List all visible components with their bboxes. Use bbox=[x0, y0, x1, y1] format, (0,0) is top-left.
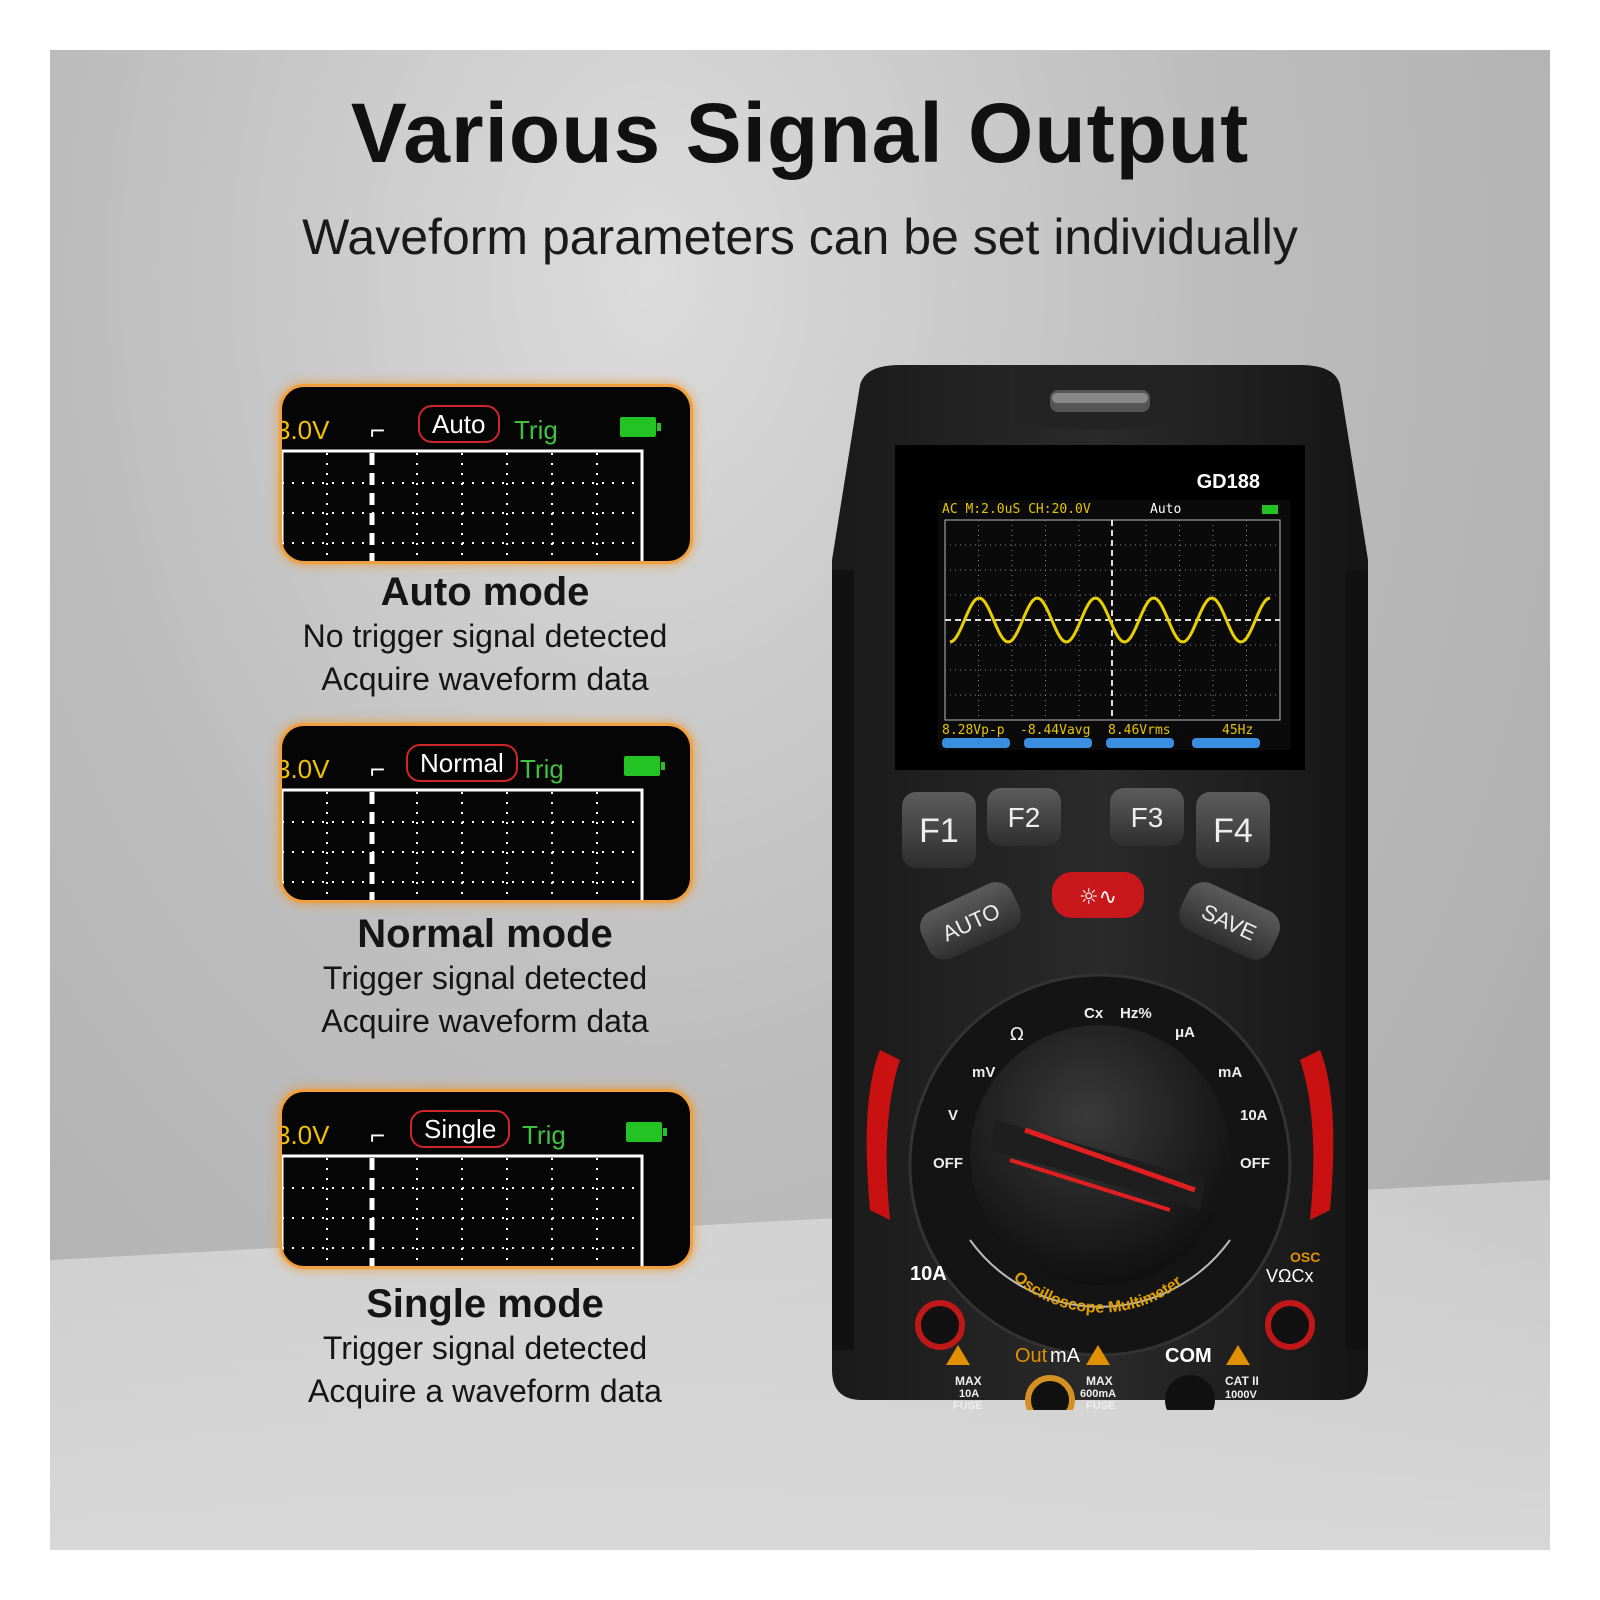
caption-line: Acquire waveform data bbox=[321, 661, 649, 697]
readout-vpp: 8.28Vp-p bbox=[942, 723, 1005, 738]
warning-icon bbox=[946, 1345, 970, 1365]
auto-button[interactable]: AUTO bbox=[914, 876, 1027, 965]
dial-label-mv: mV bbox=[972, 1064, 995, 1081]
waveform-grid bbox=[282, 449, 644, 561]
voltage-label: 3.0V bbox=[282, 754, 330, 784]
lcd-screen bbox=[938, 500, 1290, 750]
caption-line: Acquire waveform data bbox=[321, 1003, 649, 1039]
rising-edge-icon: ⌐ bbox=[370, 415, 386, 445]
dial-label-off-left: OFF bbox=[933, 1155, 963, 1172]
normal-mode-screen: 3.0V ⌐ Normal Trig bbox=[282, 726, 690, 900]
softkey-down[interactable] bbox=[1106, 738, 1174, 748]
poster-background: Various Signal Output Waveform parameter… bbox=[50, 50, 1550, 1550]
warning-icon bbox=[1086, 1345, 1110, 1365]
softkey-exit[interactable] bbox=[942, 738, 1010, 748]
screen-status-mode: Auto bbox=[1150, 502, 1181, 517]
mode-badge: Single bbox=[410, 1110, 511, 1148]
battery-icon bbox=[620, 417, 661, 437]
fuse2-value: 600mA bbox=[1080, 1388, 1116, 1400]
jack-10a[interactable] bbox=[915, 1300, 965, 1350]
cat-voltage: 1000V bbox=[1225, 1389, 1257, 1401]
fuse2-label: FUSE bbox=[1086, 1400, 1115, 1410]
f3-button[interactable]: F3 bbox=[1110, 788, 1184, 846]
caption-line: Acquire a waveform data bbox=[308, 1373, 662, 1409]
dial-label-cx: Cx bbox=[1084, 1005, 1104, 1022]
out-label: Out bbox=[1015, 1345, 1048, 1367]
backlight-wave-icon: ☼∿ bbox=[1079, 885, 1117, 910]
cat-rating: CAT II bbox=[1225, 1374, 1259, 1388]
jack-ma[interactable] bbox=[1025, 1375, 1075, 1410]
page-subtitle: Waveform parameters can be set individua… bbox=[302, 209, 1298, 265]
fuse1-label: FUSE bbox=[953, 1400, 982, 1410]
f1-label: F1 bbox=[919, 812, 959, 850]
readout-vavg: -8.44Vavg bbox=[1020, 723, 1090, 738]
fuse2-max: MAX bbox=[1086, 1374, 1113, 1388]
voltage-label: 3.0V bbox=[282, 1120, 330, 1150]
caption-line: Trigger signal detected bbox=[322, 960, 648, 996]
dial-label-ma: mA bbox=[1218, 1064, 1242, 1081]
waveform-grid bbox=[282, 1154, 644, 1266]
caption-heading: Auto mode bbox=[380, 570, 590, 614]
battery-icon bbox=[626, 1122, 667, 1142]
rising-edge-icon: ⌐ bbox=[370, 754, 386, 784]
mode-badge: Normal bbox=[406, 744, 518, 782]
f3-label: F3 bbox=[1131, 802, 1164, 833]
normal-mode-caption: Normal mode Trigger signal detected Acqu… bbox=[250, 912, 720, 1043]
dial-label-ua: μA bbox=[1175, 1024, 1195, 1041]
right-red-light bbox=[1300, 1050, 1334, 1220]
model-label: GD188 bbox=[1197, 471, 1260, 493]
backlight-wave-button[interactable]: ☼∿ bbox=[1052, 872, 1144, 918]
left-red-light bbox=[866, 1050, 900, 1220]
single-mode-caption: Single mode Trigger signal detected Acqu… bbox=[250, 1282, 720, 1413]
screen-status-left: AC M:2.0uS CH:20.0V bbox=[942, 502, 1091, 517]
mode-badge: Auto bbox=[418, 405, 500, 443]
single-mode-screen: 3.0V ⌐ Single Trig bbox=[282, 1092, 690, 1266]
caption-line: Trigger signal detected bbox=[322, 1330, 648, 1366]
readout-vrms: 8.46Vrms bbox=[1108, 723, 1171, 738]
caption-heading: Single mode bbox=[366, 1282, 604, 1326]
caption-line: No trigger signal detected bbox=[302, 618, 668, 654]
voltage-label: 3.0V bbox=[282, 415, 330, 445]
screen-waveform-grid bbox=[944, 519, 1281, 721]
dial-label-hz: Hz% bbox=[1120, 1005, 1152, 1022]
trig-label: Trig bbox=[522, 1120, 566, 1150]
jack-com[interactable] bbox=[1165, 1375, 1215, 1410]
trig-label: Trig bbox=[514, 415, 558, 445]
auto-mode-caption: Auto mode No trigger signal detected Acq… bbox=[250, 570, 720, 701]
f4-label: F4 bbox=[1213, 812, 1253, 850]
dial-label-10a: 10A bbox=[1240, 1107, 1268, 1124]
caption-heading: Normal mode bbox=[357, 912, 613, 956]
save-button[interactable]: SAVE bbox=[1173, 876, 1286, 965]
softkey-4[interactable] bbox=[1192, 738, 1260, 748]
jack-label-10a: 10A bbox=[910, 1263, 947, 1285]
jack-label-osc: OSC bbox=[1290, 1249, 1320, 1265]
oscilloscope-multimeter: GD188 AC M:2.0uS CH:20.0V Auto 8.28Vp-p … bbox=[832, 365, 1368, 1410]
warning-icon bbox=[1226, 1345, 1250, 1365]
trig-label: Trig bbox=[520, 754, 564, 784]
com-label: COM bbox=[1165, 1345, 1212, 1367]
f2-label: F2 bbox=[1008, 802, 1041, 833]
sine-waveform bbox=[949, 596, 1271, 644]
dial-label-off-right: OFF bbox=[1240, 1155, 1270, 1172]
page-title: Various Signal Output bbox=[350, 86, 1250, 180]
jack-label-vocx: VΩCx bbox=[1266, 1266, 1313, 1286]
waveform-grid bbox=[282, 788, 644, 900]
dial-label-v: V bbox=[948, 1107, 958, 1124]
ohm-diode-icon: Ω bbox=[1010, 1024, 1024, 1045]
rising-edge-icon: ⌐ bbox=[370, 1120, 386, 1150]
softkey-up[interactable] bbox=[1024, 738, 1092, 748]
readout-freq: 45Hz bbox=[1222, 723, 1253, 738]
auto-mode-screen: 3.0V ⌐ Auto Trig bbox=[282, 387, 690, 561]
battery-icon bbox=[624, 756, 665, 776]
screen-battery-icon bbox=[1262, 505, 1278, 514]
f4-button[interactable]: F4 bbox=[1196, 792, 1270, 868]
fuse1-max: MAX bbox=[955, 1374, 982, 1388]
ma-label: mA bbox=[1050, 1345, 1081, 1367]
fuse1-value: 10A bbox=[959, 1388, 979, 1400]
f1-button[interactable]: F1 bbox=[902, 792, 976, 868]
f2-button[interactable]: F2 bbox=[987, 788, 1061, 846]
jack-vocx[interactable] bbox=[1265, 1300, 1315, 1350]
